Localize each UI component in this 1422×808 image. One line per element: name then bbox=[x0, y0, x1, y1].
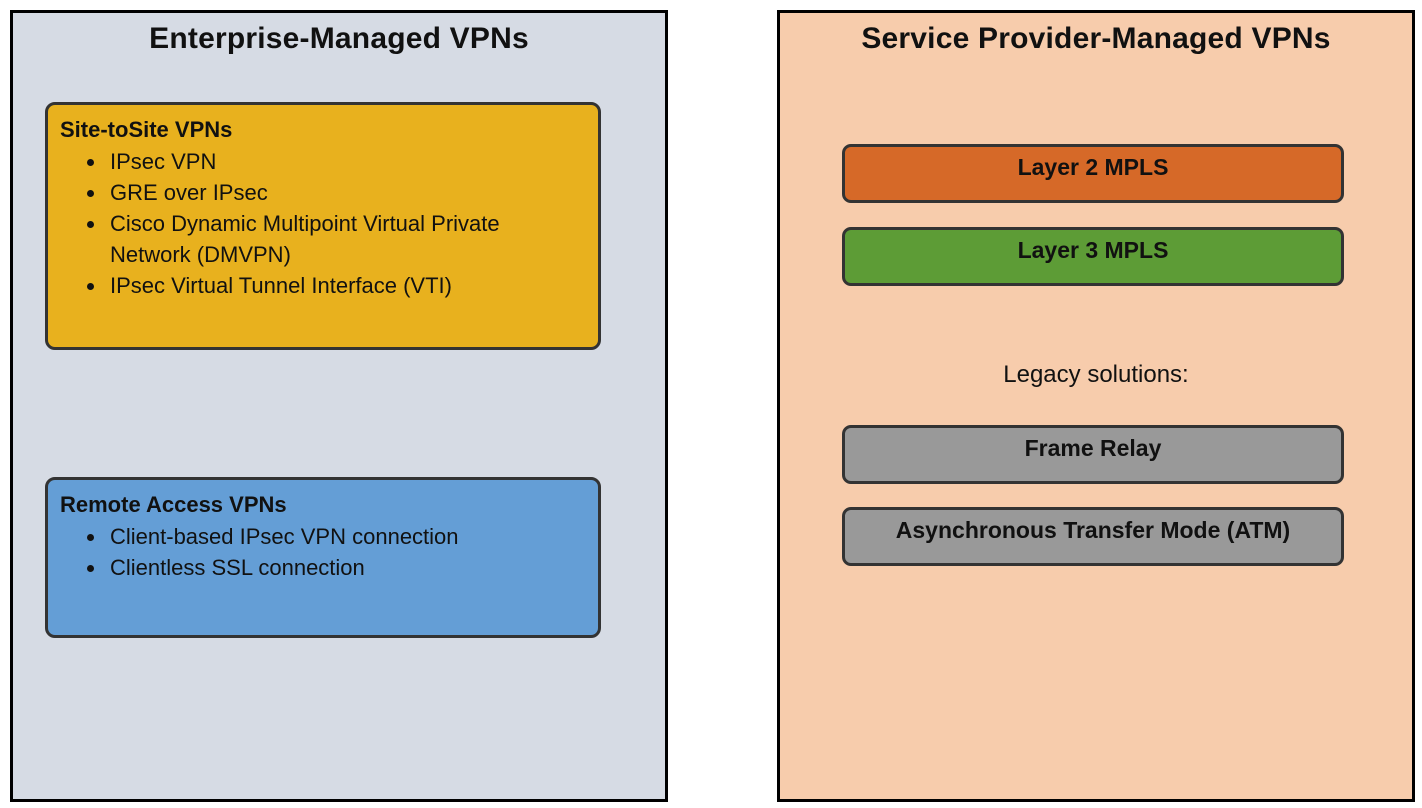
list-item: Client-based IPsec VPN connection bbox=[107, 521, 580, 552]
site-to-site-vpns-box: Site-toSite VPNs IPsec VPN GRE over IPse… bbox=[45, 102, 601, 350]
list-item: Clientless SSL connection bbox=[107, 552, 580, 583]
layer-2-mpls-bar: Layer 2 MPLS bbox=[842, 144, 1344, 203]
list-item: IPsec VPN bbox=[107, 146, 580, 177]
frame-relay-bar: Frame Relay bbox=[842, 425, 1344, 484]
list-item: IPsec Virtual Tunnel Interface (VTI) bbox=[107, 270, 580, 301]
atm-bar: Asynchronous Transfer Mode (ATM) bbox=[842, 507, 1344, 566]
site-to-site-vpns-header: Site-toSite VPNs bbox=[60, 117, 233, 142]
remote-access-vpns-box: Remote Access VPNs Client-based IPsec VP… bbox=[45, 477, 601, 638]
layer-3-mpls-bar: Layer 3 MPLS bbox=[842, 227, 1344, 286]
list-item: GRE over IPsec bbox=[107, 177, 580, 208]
list-item: Cisco Dynamic Multipoint Virtual Private… bbox=[107, 208, 580, 270]
legacy-solutions-label: Legacy solutions: bbox=[1003, 361, 1189, 388]
site-to-site-vpns-list: IPsec VPN GRE over IPsec Cisco Dynamic M… bbox=[60, 146, 580, 301]
enterprise-managed-vpns-panel: Enterprise-Managed VPNs Site-toSite VPNs… bbox=[10, 10, 668, 802]
service-provider-panel-title: Service Provider-Managed VPNs bbox=[861, 22, 1331, 55]
enterprise-panel-title: Enterprise-Managed VPNs bbox=[149, 22, 529, 55]
remote-access-vpns-list: Client-based IPsec VPN connection Client… bbox=[60, 521, 580, 583]
service-provider-managed-vpns-panel: Service Provider-Managed VPNs Layer 2 MP… bbox=[777, 10, 1415, 802]
remote-access-vpns-header: Remote Access VPNs bbox=[60, 492, 287, 517]
